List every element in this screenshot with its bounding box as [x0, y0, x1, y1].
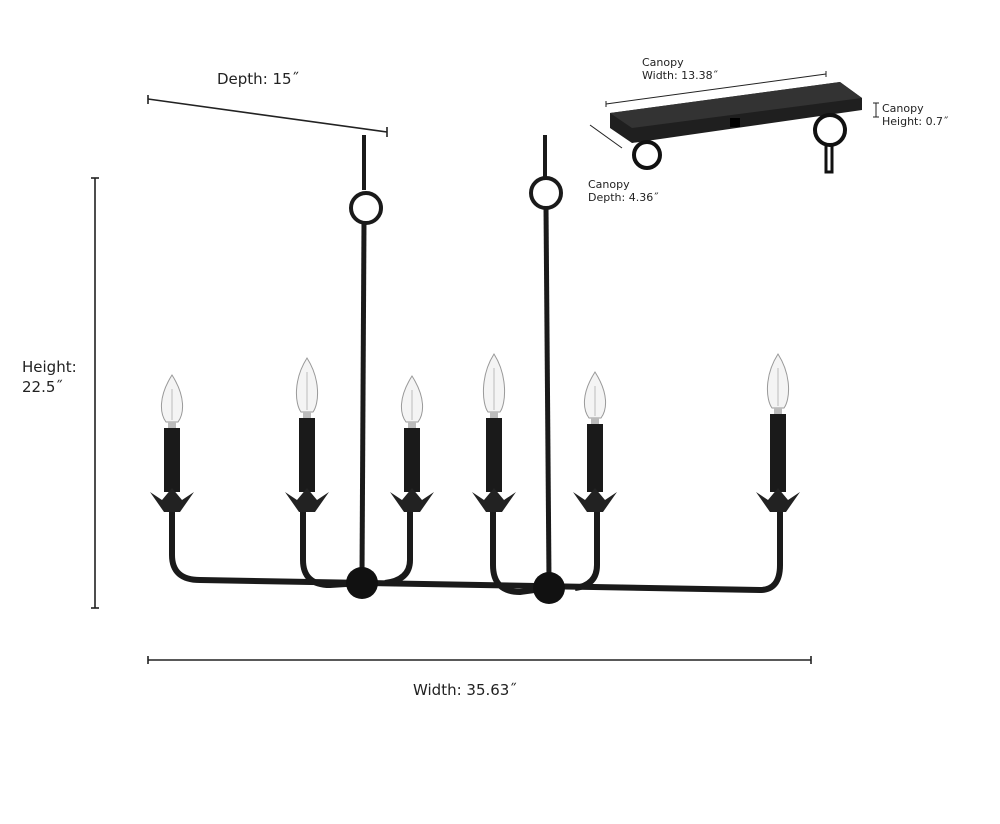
canopy-depth-label: Canopy — [588, 178, 630, 191]
canopy-width-line — [605, 71, 827, 107]
depth-dimension-line — [147, 95, 388, 137]
hub-left — [346, 567, 378, 599]
width-dimension-line — [147, 656, 812, 664]
candle-6 — [756, 353, 800, 512]
width-label: Width: 35.63˝ — [413, 681, 517, 699]
candle-1 — [150, 374, 194, 512]
canopy-width-value: Width: 13.38˝ — [642, 69, 719, 82]
candle-3 — [390, 375, 434, 512]
dimension-lines — [91, 71, 879, 664]
canopy-height-label: Canopy — [882, 102, 924, 115]
fixture-frame — [169, 135, 783, 596]
canopy-depth-value: Depth: 4.36˝ — [588, 191, 659, 204]
depth-label: Depth: 15˝ — [217, 70, 300, 88]
candles — [150, 353, 800, 512]
canopy-depth-line — [589, 124, 623, 149]
height-value: 22.5˝ — [22, 378, 63, 396]
candle-4 — [472, 353, 516, 512]
canopy-height-value: Height: 0.7˝ — [882, 115, 949, 128]
canopy-width-label: Canopy — [642, 56, 684, 69]
height-dimension-line — [91, 177, 99, 609]
canopy-height-line — [873, 102, 879, 118]
hub-right — [533, 572, 565, 604]
canopy — [610, 82, 862, 174]
candle-5 — [573, 371, 617, 512]
candle-2 — [285, 357, 329, 512]
height-label: Height: — [22, 358, 77, 376]
